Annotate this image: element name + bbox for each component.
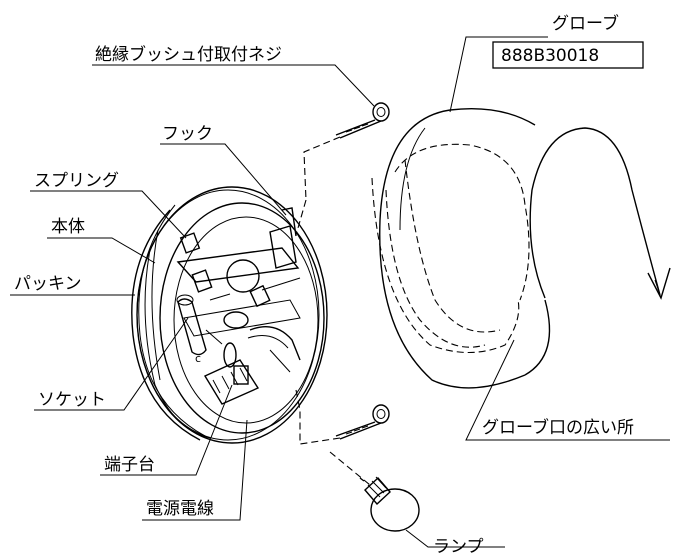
label-body: 本体 xyxy=(51,217,85,237)
callout-globe: グローブ 888B30018 xyxy=(449,13,644,113)
label-screw: 絶縁ブッシュ付取付ネジ xyxy=(95,44,282,65)
callout-wire: 電源電線 xyxy=(142,419,248,521)
top-screw xyxy=(335,102,390,139)
assembly-dash-lines xyxy=(295,136,371,486)
callout-screw: 絶縁ブッシュ付取付ネジ xyxy=(92,44,375,107)
c-mark-text: c xyxy=(195,352,201,365)
packing-ring xyxy=(131,204,206,441)
globe xyxy=(371,107,671,389)
internal-parts: c xyxy=(176,207,301,405)
label-globe: グローブ xyxy=(552,13,619,34)
callout-spring: スプリング xyxy=(30,171,187,239)
label-socket: ソケット xyxy=(38,390,106,410)
fixture-body xyxy=(136,186,328,444)
part-number-box xyxy=(492,41,644,69)
label-hook: フック xyxy=(162,124,213,144)
callout-lamp: ランプ xyxy=(405,529,505,557)
bottom-screw xyxy=(335,404,390,440)
label-terminal: 端子台 xyxy=(104,455,155,475)
callout-globe-opening: グローブ口の広い所 xyxy=(465,339,670,441)
label-globe-opening: グローブ口の広い所 xyxy=(482,417,634,438)
callout-packing: パッキン xyxy=(10,274,135,296)
label-globe-part-number: 888B30018 xyxy=(501,46,599,66)
callout-socket: ソケット xyxy=(34,317,189,411)
label-packing: パッキン xyxy=(14,274,82,294)
label-wire: 電源電線 xyxy=(146,499,214,519)
callout-body: 本体 xyxy=(47,217,156,264)
callout-terminal: 端子台 xyxy=(100,384,233,476)
label-spring: スプリング xyxy=(34,171,119,191)
callout-hook: フック xyxy=(160,124,287,216)
lamp-bulb xyxy=(359,476,420,532)
